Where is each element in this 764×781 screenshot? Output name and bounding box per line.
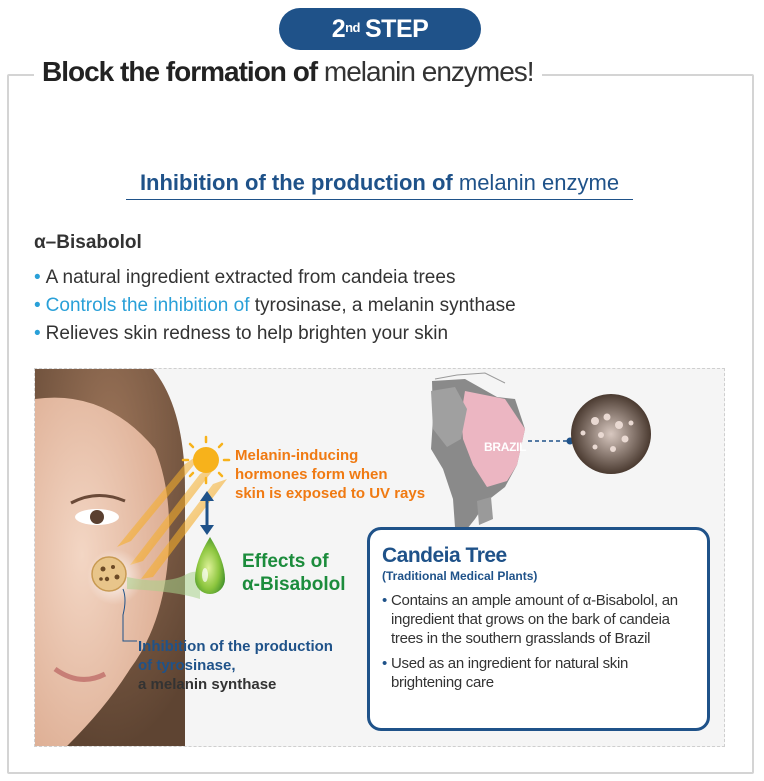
- headline-normal: melanin enzymes!: [323, 56, 535, 87]
- candeia-subtitle: (Traditional Medical Plants): [382, 569, 538, 583]
- bullet-dot: •: [34, 323, 41, 344]
- bullet-highlight: Controls the inhibition of: [45, 295, 250, 316]
- subhead-normal: melanin enzyme: [458, 170, 620, 195]
- headline-bold: Block the formation of: [42, 56, 318, 87]
- uv-line-1: Melanin-inducing: [235, 447, 359, 464]
- bullet-text: Relieves skin redness to help brighten y…: [45, 323, 449, 344]
- map-label-brazil: BRAZIL: [484, 440, 527, 454]
- inhibition-line-2: of tyrosinase,: [138, 657, 236, 674]
- effects-line-1: Effects of: [242, 551, 329, 572]
- bullet-dot: •: [34, 295, 41, 316]
- ingredient-bullet-1: •A natural ingredient extracted from can…: [34, 266, 516, 294]
- double-arrow-icon: [200, 491, 214, 535]
- page-headline: Block the formation of melanin enzymes!: [34, 56, 542, 88]
- uv-annotation: Melanin-inducing hormones form when skin…: [235, 446, 435, 503]
- step-number: 2: [331, 14, 346, 43]
- uv-line-2: hormones form when: [235, 466, 388, 483]
- bullet-text: tyrosinase, a melanin synthase: [254, 295, 516, 316]
- inhibition-line-1: Inhibition of the production: [138, 638, 333, 655]
- candeia-bullets: Contains an ample amount of α-Bisabolol,…: [382, 591, 695, 692]
- candeia-bullet-2: Used as an ingredient for natural skin b…: [382, 654, 695, 692]
- droplet-icon: [195, 537, 225, 594]
- sun-icon: [181, 435, 231, 485]
- inhibition-line-3: a melanin synthase: [138, 676, 277, 693]
- candeia-flower-icon: [571, 394, 651, 474]
- ingredient-name: α–Bisabolol: [34, 232, 142, 253]
- step-ordinal-suffix: nd: [345, 19, 360, 35]
- illustration-art: [35, 369, 651, 746]
- bullet-dot: •: [34, 267, 41, 288]
- candeia-bullet-1: Contains an ample amount of α-Bisabolol,…: [382, 591, 695, 648]
- skin-cell-icon: [91, 556, 127, 592]
- subhead-bold: Inhibition of the production of: [139, 170, 453, 195]
- section-subheading: Inhibition of the production of melanin …: [126, 170, 633, 200]
- candeia-title: Candeia Tree: [382, 544, 507, 567]
- step-word: STEP: [365, 14, 429, 43]
- ingredient-bullet-3: •Relieves skin redness to help brighten …: [34, 322, 516, 350]
- uv-line-3: skin is exposed to UV rays: [235, 485, 426, 502]
- ingredient-bullet-2: •Controls the inhibition of tyrosinase, …: [34, 294, 516, 322]
- ingredient-bullets: •A natural ingredient extracted from can…: [34, 266, 516, 350]
- world-map-icon: [431, 372, 525, 529]
- effects-annotation: Effects of α-Bisabolol: [242, 550, 346, 596]
- bullet-text: A natural ingredient extracted from cand…: [45, 267, 456, 288]
- effects-line-2: α-Bisabolol: [242, 574, 346, 595]
- inhibition-annotation: Inhibition of the production of tyrosina…: [138, 637, 333, 694]
- candeia-info-card: Candeia Tree (Traditional Medical Plants…: [367, 527, 710, 731]
